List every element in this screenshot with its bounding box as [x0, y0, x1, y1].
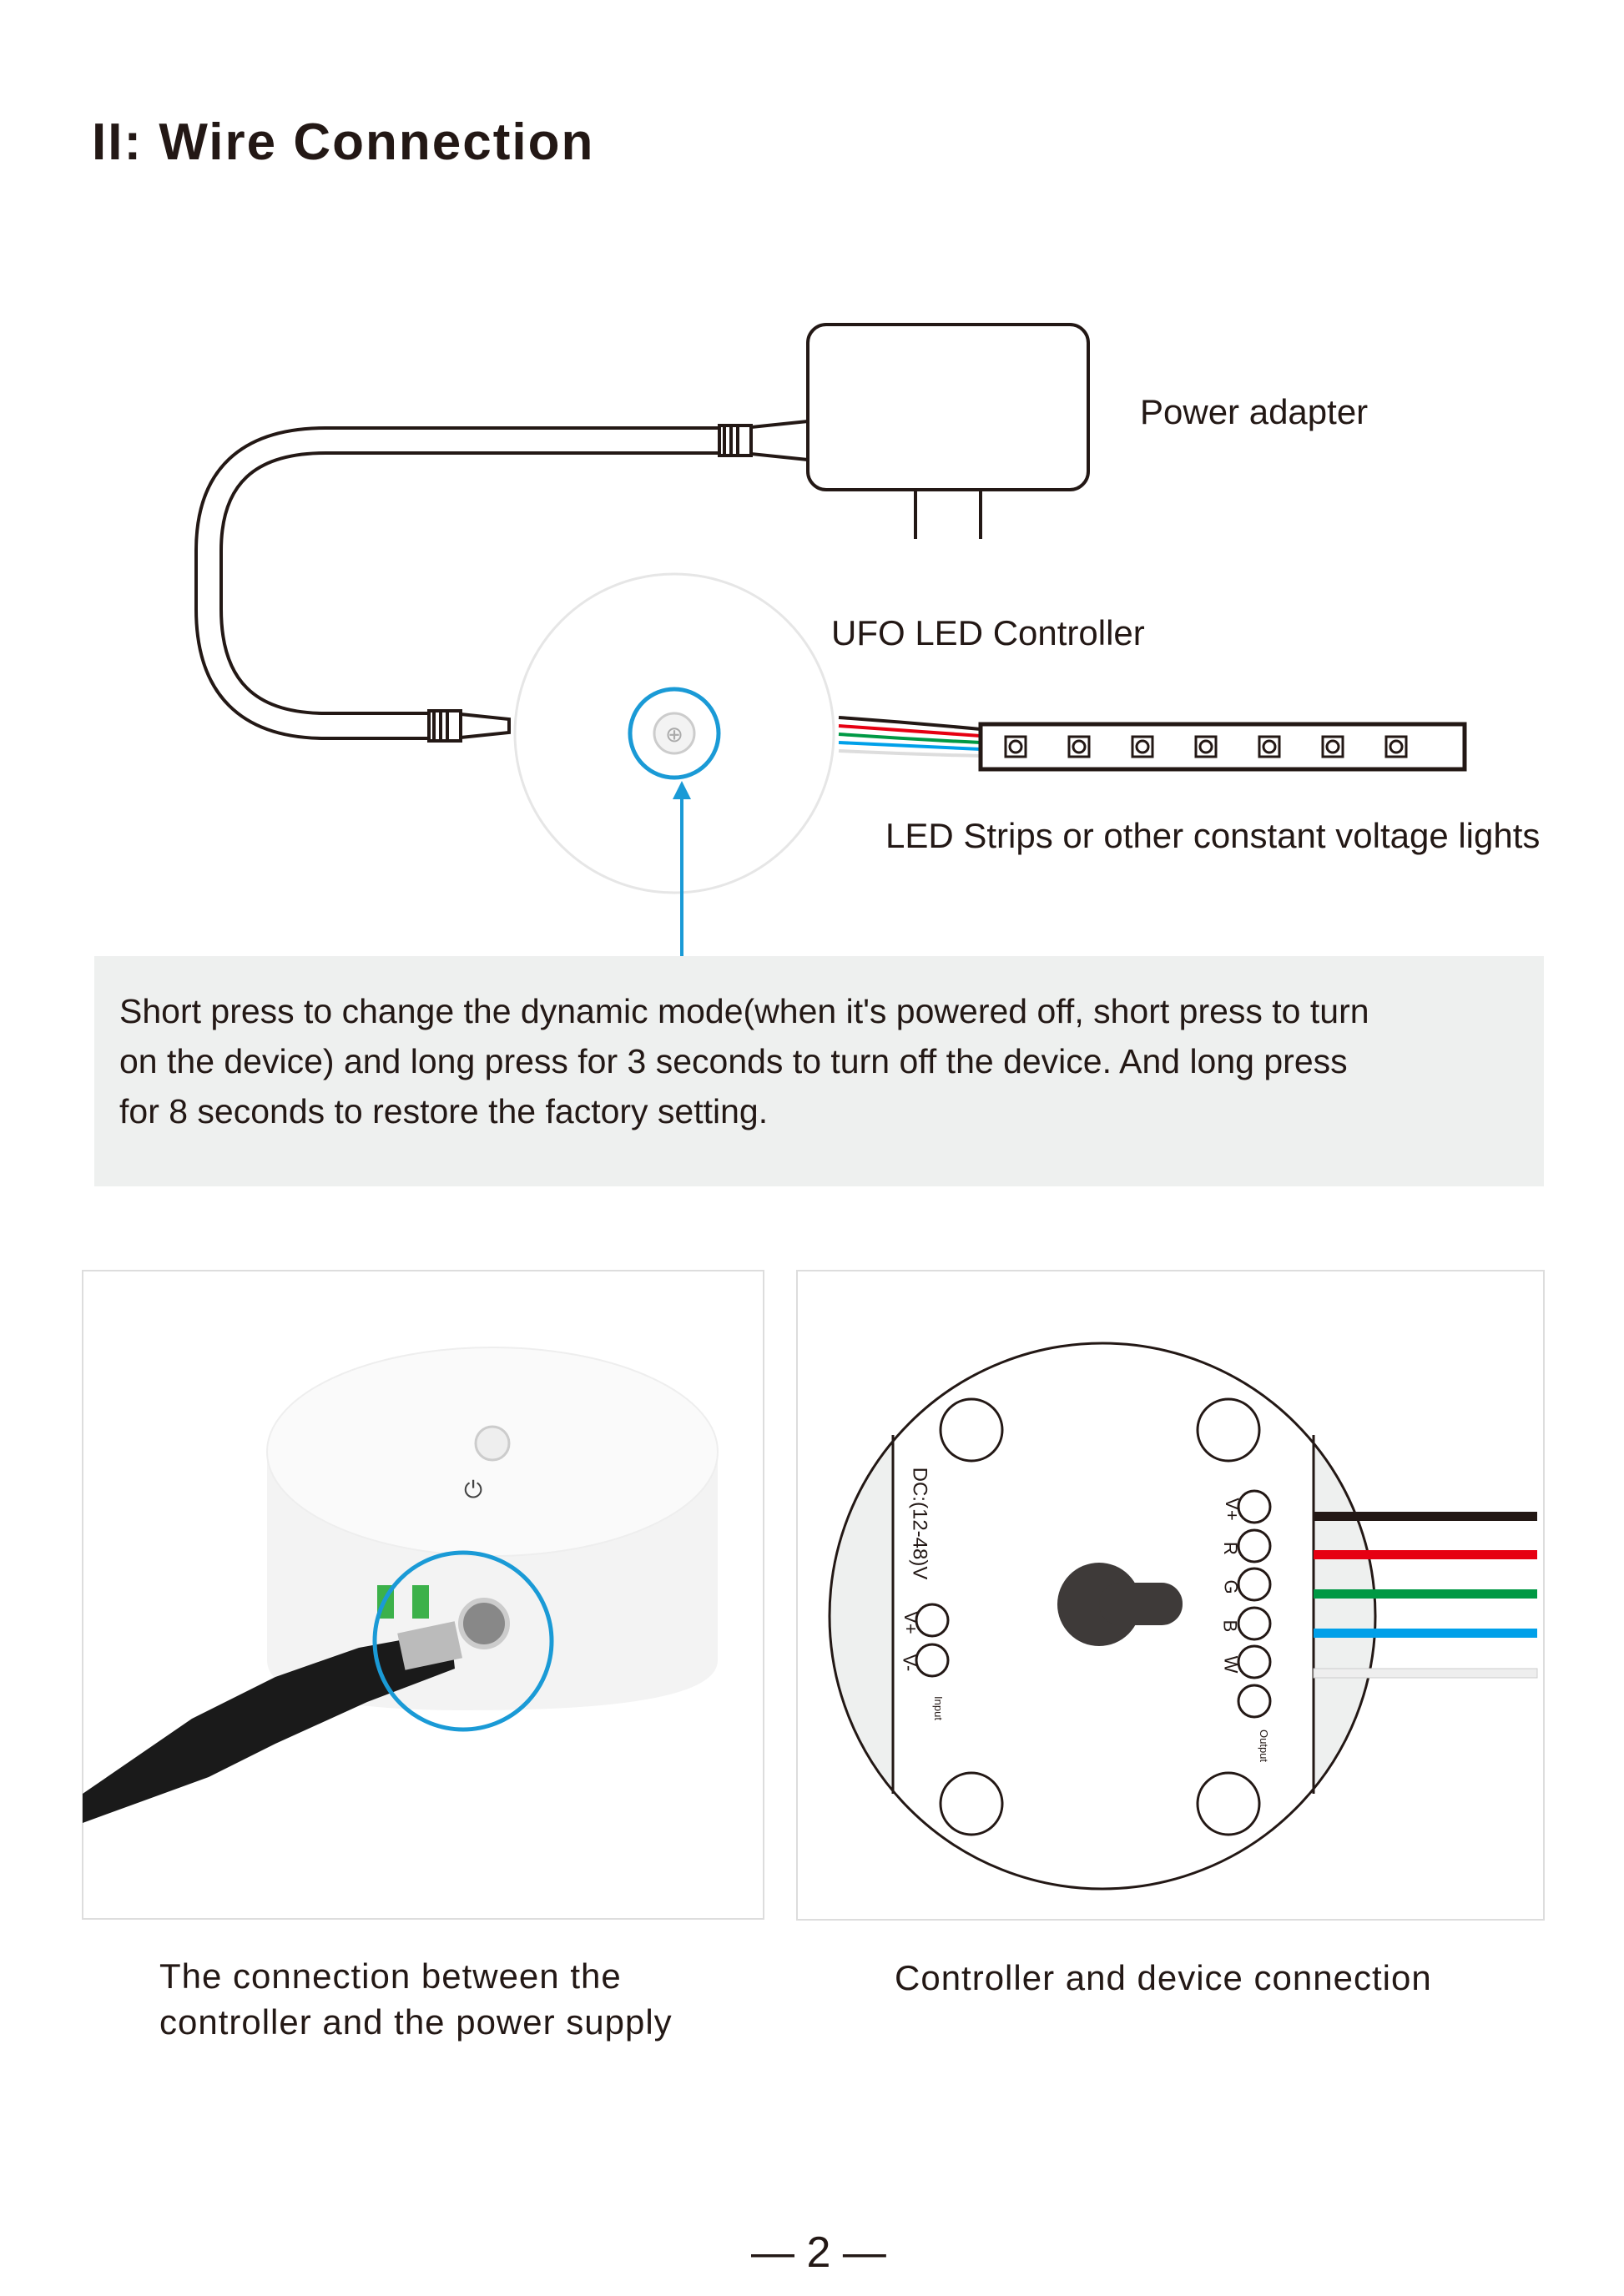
- dc-voltage-label: DC:(12-48)V: [908, 1467, 931, 1580]
- power-adapter-icon: [749, 323, 1090, 539]
- instruction-note: Short press to change the dynamic mode(w…: [94, 956, 1544, 1186]
- led-strip-label: LED Strips or other constant voltage lig…: [885, 816, 1541, 855]
- keyhole-icon: [1057, 1563, 1183, 1646]
- power-icon: ⏻: [464, 1477, 482, 1503]
- led-strip-icon: [978, 722, 1467, 772]
- output-wire-lines: [1313, 1512, 1538, 1679]
- arrow-icon: [673, 781, 691, 956]
- controller-photo: ⏻: [83, 1347, 719, 1823]
- button-highlight: [628, 687, 721, 780]
- page-number: — 2 —: [751, 2228, 886, 2277]
- left-caption-line: controller and the power supply: [159, 2002, 673, 2042]
- note-line: for 8 seconds to restore the factory set…: [119, 1092, 769, 1130]
- input-pin-vminus: V-: [899, 1654, 920, 1672]
- output-pin-r: R: [1219, 1542, 1241, 1555]
- input-pin-vplus: V+: [900, 1611, 921, 1634]
- right-caption: Controller and device connection: [895, 1958, 1432, 1997]
- output-wires: [838, 716, 981, 758]
- output-label: Output: [1258, 1729, 1271, 1763]
- left-caption-line: The connection between the: [159, 1956, 622, 1996]
- note-line: on the device) and long press for 3 seco…: [119, 1042, 1348, 1080]
- output-pin-vplus: V+: [1221, 1498, 1243, 1521]
- ufo-controller-icon: ⊕: [513, 572, 835, 894]
- controller-label: UFO LED Controller: [831, 613, 1145, 652]
- power-adapter-label: Power adapter: [1140, 392, 1369, 431]
- output-pin-w: W: [1220, 1655, 1242, 1674]
- note-line: Short press to change the dynamic mode(w…: [119, 992, 1369, 1030]
- svg-text:⊕: ⊕: [665, 722, 683, 747]
- input-label: Input: [931, 1696, 945, 1720]
- output-pin-b: B: [1219, 1619, 1241, 1633]
- output-pin-g: G: [1220, 1579, 1242, 1594]
- page-title: II: Wire Connection: [92, 113, 595, 171]
- cable: [194, 424, 753, 743]
